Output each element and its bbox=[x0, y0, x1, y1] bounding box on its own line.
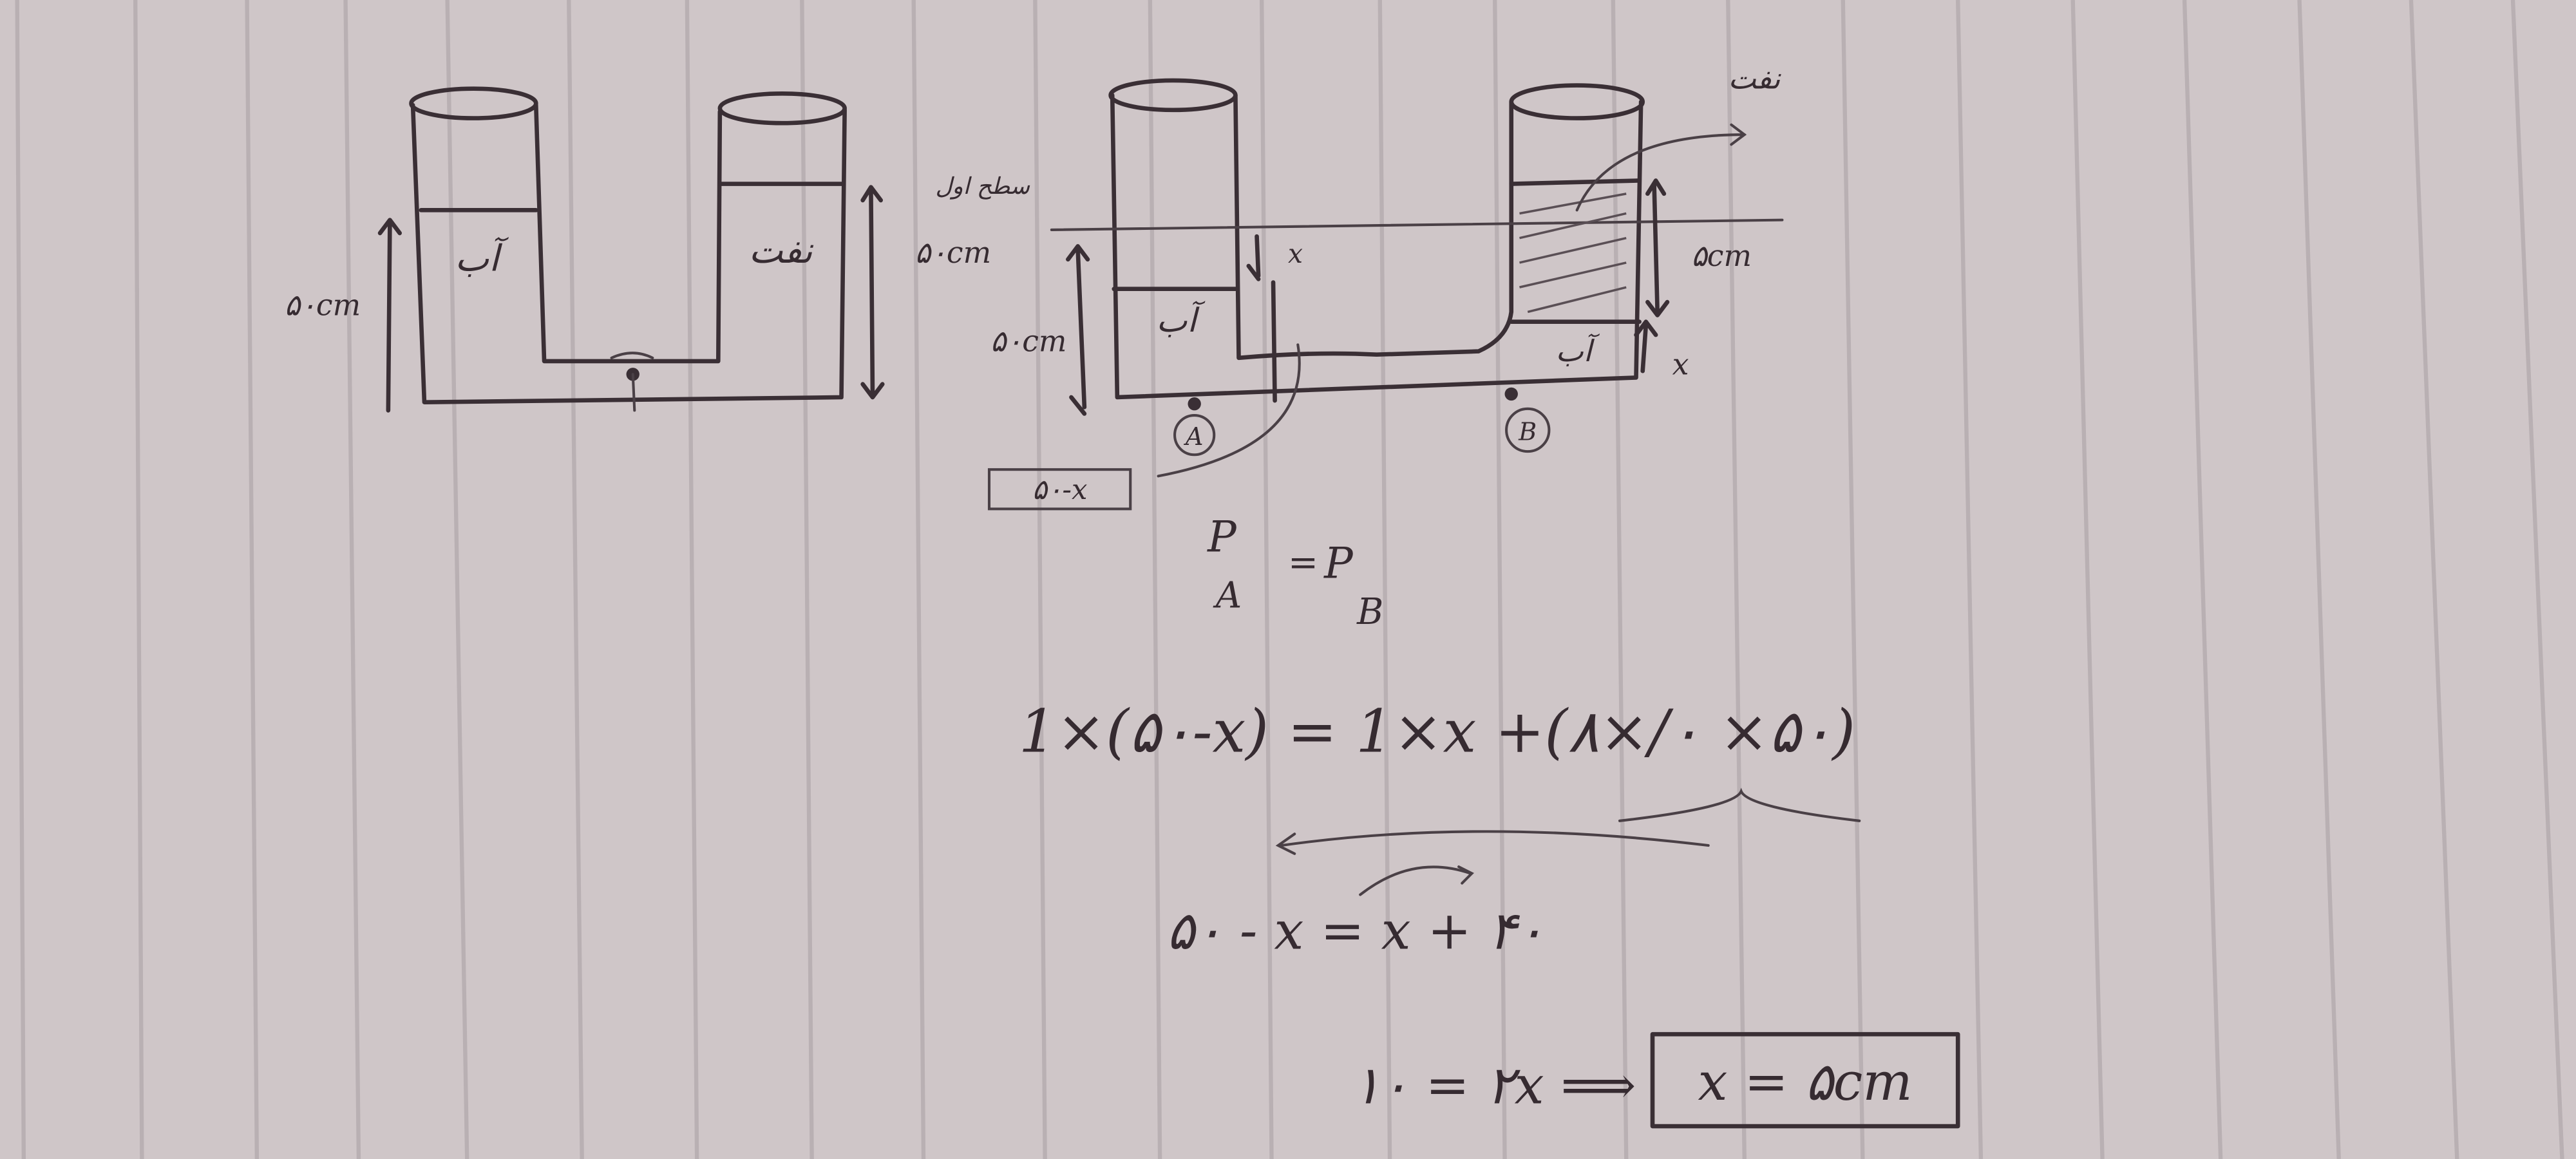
oil-label-right: نفت bbox=[1728, 61, 1781, 96]
left-height-label: ۵۰cm bbox=[285, 288, 361, 323]
pressure-b: P bbox=[1323, 538, 1354, 588]
equation-2: ۵۰ - x = x + ۴۰ bbox=[1166, 901, 1544, 962]
pressure-equals: = bbox=[1288, 542, 1318, 583]
pressure-a-subscript: A bbox=[1213, 574, 1242, 616]
displacement-top-label: x bbox=[1288, 238, 1303, 269]
water-right-label: آب bbox=[1556, 333, 1600, 368]
right-height-label: ۵۰cm bbox=[915, 235, 991, 270]
final-answer: x = ۵cm bbox=[1698, 1051, 1913, 1113]
solution: P A = P B 1×(۵۰-x) = 1×x +(۸×/۰ ×۵۰) ۵۰ … bbox=[1019, 512, 1960, 1129]
displacement-bottom-label: x bbox=[1672, 346, 1689, 381]
initial-level-label: سطح اول bbox=[935, 173, 1030, 200]
oil-height-label: ۵cm bbox=[1691, 238, 1752, 273]
water-label: آب bbox=[455, 237, 509, 280]
equation-3: ۱۰ = ۲x ⟹ bbox=[1352, 1055, 1636, 1116]
boxed-height-label: ۵۰-x bbox=[1032, 474, 1088, 506]
equation-1: 1×(۵۰-x) = 1×x +(۸×/۰ ×۵۰) bbox=[1019, 697, 1855, 766]
point-a-label: A bbox=[1184, 423, 1204, 451]
right-u-tube-diagram: سطح اول ۵۰cm x آب آب x ۵cm نفت A B ۵۰-x bbox=[935, 61, 1784, 511]
oil-label: نفت bbox=[749, 230, 814, 272]
ruled-lines bbox=[15, 0, 2564, 1159]
point-b-label: B bbox=[1518, 418, 1537, 446]
pressure-a: P bbox=[1207, 512, 1237, 562]
left-u-tube-diagram: آب نفت ۵۰cm ۵۰cm bbox=[285, 86, 991, 413]
water-left-label: آب bbox=[1157, 301, 1206, 340]
right-left-height-label: ۵۰cm bbox=[990, 324, 1066, 359]
pressure-b-subscript: B bbox=[1356, 591, 1383, 633]
